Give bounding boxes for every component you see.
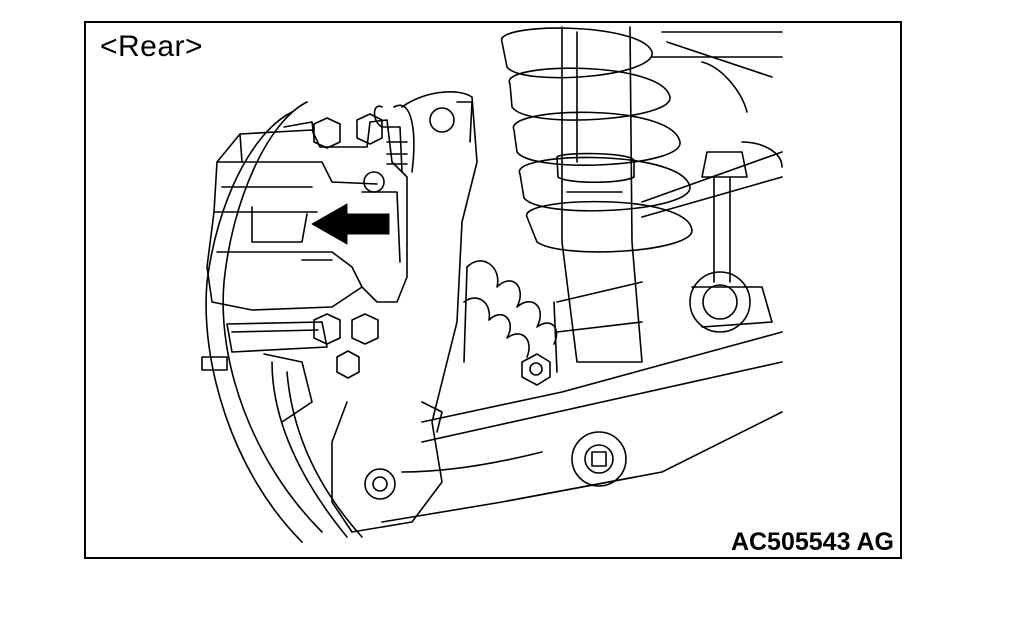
stabilizer-link (690, 142, 782, 332)
figure-code: AC505543 AG (730, 528, 894, 556)
arrow-left-icon (312, 204, 389, 244)
view-label: <Rear> (100, 30, 204, 63)
boot-bolt (522, 354, 550, 385)
upper-arm (642, 32, 782, 217)
brake-hose (364, 105, 414, 192)
diagram-frame (84, 21, 902, 559)
lower-arm (382, 332, 782, 522)
drive-shaft-boot (464, 261, 642, 372)
caliper-bolts (314, 114, 382, 378)
knuckle (332, 92, 477, 532)
brake-disc (202, 102, 362, 542)
coil-spring (502, 28, 693, 252)
shock-absorber (557, 27, 642, 362)
rear-brake-caliper-illustration (86, 23, 902, 559)
guide-pin (227, 322, 327, 422)
